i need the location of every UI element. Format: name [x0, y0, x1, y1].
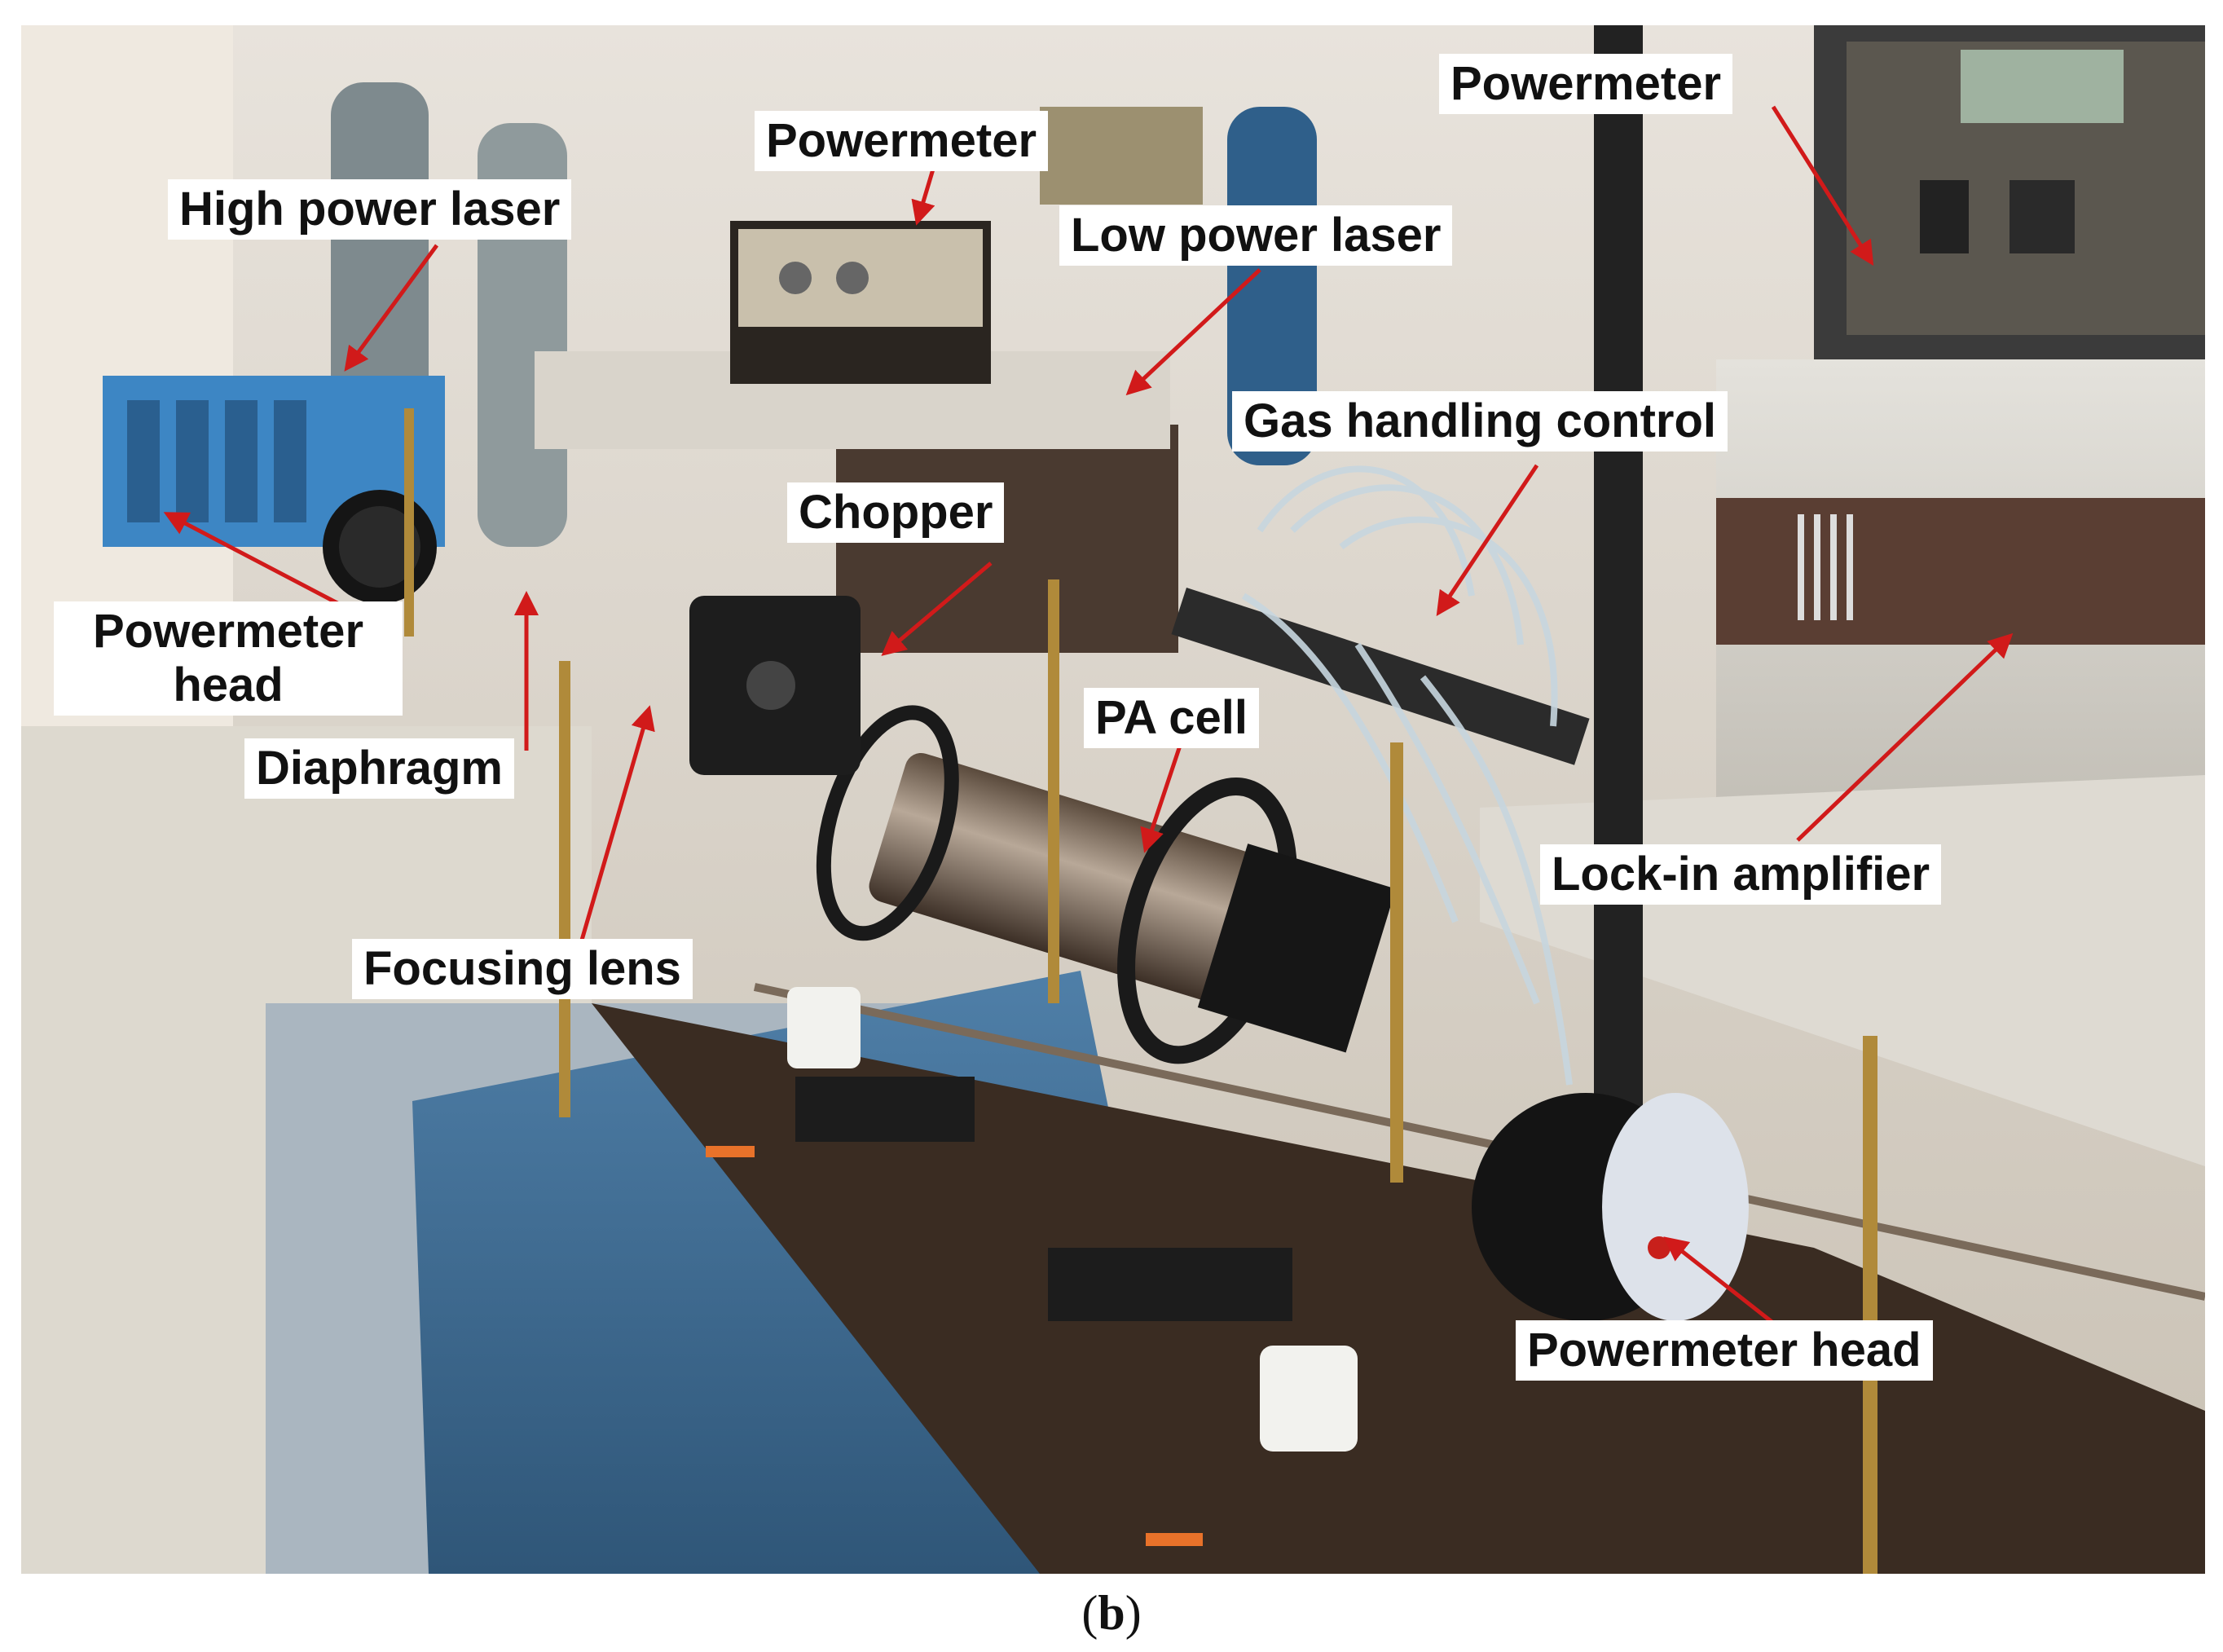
label-powermeter-head-right: Powermeter head — [1516, 1320, 1933, 1381]
label-pa-cell: PA cell — [1084, 688, 1259, 748]
figure-caption: (b) — [0, 1585, 2223, 1641]
label-gas-handling-control: Gas handling control — [1232, 391, 1728, 452]
caption-letter: b — [1098, 1586, 1125, 1640]
caption-close: ) — [1125, 1586, 1142, 1640]
label-lock-in-amplifier: Lock-in amplifier — [1540, 844, 1942, 905]
label-powermeter-top: Powermeter — [755, 111, 1049, 171]
label-focusing-lens: Focusing lens — [352, 939, 693, 999]
label-diaphragm: Diaphragm — [244, 738, 514, 799]
label-low-power-laser: Low power laser — [1059, 205, 1453, 266]
label-powermeter-head-left: Powermeter head — [54, 601, 403, 716]
label-powermeter-right: Powermeter — [1439, 54, 1733, 114]
label-powermeter-head-left-line1: Powermeter — [92, 605, 364, 658]
label-powermeter-head-left-line2: head — [173, 659, 284, 711]
label-high-power-laser: High power laser — [168, 179, 572, 240]
caption-open: ( — [1081, 1586, 1098, 1640]
lab-setup-photo — [21, 25, 2205, 1574]
label-chopper: Chopper — [787, 482, 1005, 543]
